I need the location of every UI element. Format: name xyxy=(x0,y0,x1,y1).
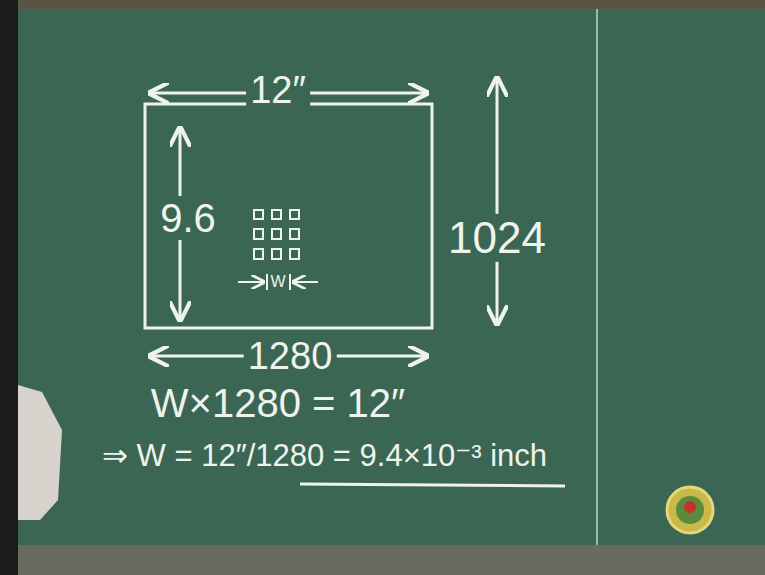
result-equation: ⇒ W = 12″/1280 = 9.4×10⁻³ inch xyxy=(98,439,551,473)
channel-logo xyxy=(667,487,713,533)
width-mark-arrow xyxy=(238,281,264,283)
board-frame-left xyxy=(0,0,18,575)
board-frame-top xyxy=(0,0,765,9)
pixel xyxy=(272,229,281,239)
logo-ring xyxy=(667,487,713,533)
logo-flame xyxy=(684,501,696,513)
screen-outline xyxy=(145,104,432,328)
column-count: 1280 xyxy=(244,336,337,378)
pixel xyxy=(272,210,281,219)
width-mark-bar xyxy=(289,274,291,290)
pixel xyxy=(290,229,299,239)
width-mark-bar xyxy=(266,274,268,290)
panel-divider xyxy=(596,9,598,545)
pixel xyxy=(254,210,263,219)
chalk-tray xyxy=(18,545,765,575)
logo-center xyxy=(676,496,704,524)
pixel xyxy=(254,249,263,259)
row-count-arrow xyxy=(496,78,499,324)
row-count: 1024 xyxy=(444,214,550,262)
pixel-width-marks xyxy=(238,274,318,290)
width-dimension: 12″ xyxy=(246,70,310,112)
pixel-grid xyxy=(254,210,299,259)
equation: W×1280 = 12″ xyxy=(147,381,409,425)
pixel xyxy=(254,229,263,239)
pixel xyxy=(272,249,281,259)
result-underline xyxy=(300,484,565,486)
pixel-width-symbol: W xyxy=(269,273,286,291)
pixel xyxy=(290,249,299,259)
lecturer-arm xyxy=(18,385,62,520)
pixel xyxy=(290,210,299,219)
height-dimension: 9.6 xyxy=(156,196,220,240)
width-mark-arrow xyxy=(293,281,318,283)
